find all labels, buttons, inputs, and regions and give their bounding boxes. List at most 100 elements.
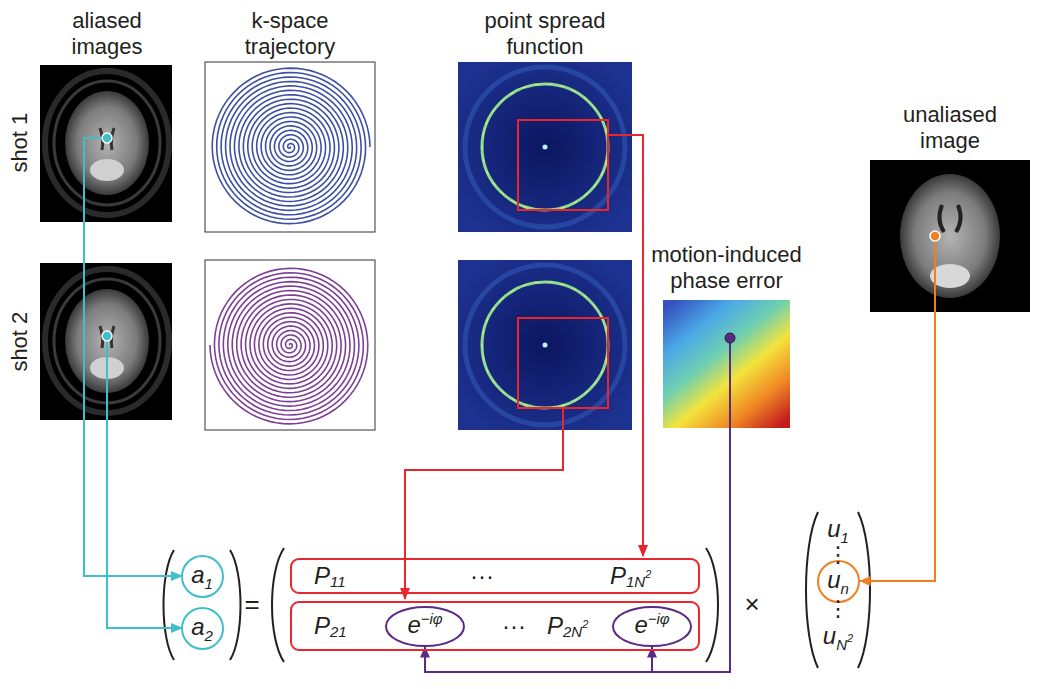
bracket [706, 548, 718, 662]
math-term: e−iφ [407, 611, 442, 642]
text-part: u [827, 515, 840, 542]
brain-detail [100, 128, 114, 150]
text-part: a [191, 613, 204, 640]
math-term: a2 [191, 613, 213, 644]
circled-term: a1 [181, 555, 224, 598]
spiral-trajectory [210, 268, 368, 424]
image-node: unaliased image [870, 160, 1030, 312]
text-part: 2 [847, 632, 853, 644]
text-part: −iφ [421, 610, 443, 627]
image-ground [870, 160, 1030, 312]
aliased-image [40, 65, 172, 222]
text-part: −iφ [648, 610, 670, 627]
ellipse-outline-shape [613, 607, 691, 646]
leader-line [608, 135, 643, 556]
vertical-ellipsis: ⋮ [827, 542, 849, 567]
matrix-entry: P1N2 [610, 560, 651, 592]
psf-crop-box [518, 120, 608, 210]
bracket [806, 512, 818, 668]
arrowhead [420, 647, 430, 658]
psf-ring [465, 67, 625, 227]
psf-ring [482, 84, 608, 210]
arrowhead [647, 647, 657, 658]
psf-ground [458, 62, 632, 232]
row-label: shot 1 [7, 113, 32, 173]
matrix-entry: P2N2 [547, 603, 588, 649]
circled-term: a2 [181, 607, 224, 650]
matrix-row-box: P21···P2N2e−iφe−iφ [290, 601, 700, 651]
point-spread-function [458, 260, 632, 430]
connector-line [425, 428, 730, 672]
column-heading: k-space trajectory [225, 8, 355, 60]
text-part: u [827, 566, 840, 593]
connector-line [860, 312, 936, 581]
text-part: 1N [626, 568, 645, 596]
text-part: u [823, 622, 836, 649]
text-part: e [407, 611, 420, 638]
text-part: P [547, 612, 563, 640]
vector-entry: u1 [827, 515, 849, 546]
text-part: n [841, 580, 849, 597]
image-heading: unaliased image [890, 102, 1010, 154]
column-heading: aliased images [52, 8, 162, 60]
image-heading: motion-induced phase error [647, 242, 807, 294]
leader-line [107, 336, 182, 628]
bracket [858, 512, 870, 668]
text-part: 2 [582, 610, 588, 638]
operator: = [244, 590, 259, 620]
alias-ring [45, 71, 169, 215]
psf-center [543, 145, 548, 150]
text-part: a [191, 561, 204, 588]
text-part: P [610, 562, 626, 590]
text-part: 2 [645, 560, 651, 588]
point-spread-function [458, 62, 632, 232]
bracket [164, 550, 175, 660]
phase-factor-ellipse: e−iφ [612, 606, 692, 647]
ellipsis: ··· [502, 603, 526, 649]
trajectory-frame [205, 260, 375, 430]
unaliased-image [870, 160, 1030, 312]
math-term: a1 [191, 561, 213, 592]
arrowhead [860, 576, 871, 586]
phase-map-node: motion-induced phase error [663, 300, 790, 428]
sample-dot [102, 331, 112, 341]
brain [900, 174, 1000, 298]
matrix-entry: P11 [314, 560, 346, 592]
math-term: un [827, 566, 849, 597]
brain [65, 91, 149, 195]
bracket [230, 550, 241, 660]
leader-line [405, 408, 563, 599]
ellipse-outline-shape [386, 607, 464, 646]
psf-ring [482, 84, 608, 210]
text-part: 2N [563, 618, 582, 646]
brain-detail [90, 159, 124, 181]
vertical-ellipsis: ⋮ [827, 596, 849, 621]
image-ground [40, 65, 172, 222]
text-part: 1 [205, 575, 213, 592]
text-part: 11 [330, 568, 346, 596]
leader-line [84, 138, 182, 576]
sample-dot [102, 133, 112, 143]
matrix-entry: P21 [314, 603, 347, 649]
row-label: shot 2 [7, 312, 32, 372]
ventricle [939, 205, 960, 232]
phase-map [663, 300, 790, 428]
operator: × [744, 590, 759, 620]
leader-line [729, 338, 731, 428]
phase-factor-ellipse: e−iφ [385, 606, 465, 647]
matrix-row-box: P11···P1N2 [290, 558, 700, 594]
spiral-trajectory [212, 68, 370, 224]
text-part: N [836, 636, 847, 653]
alias-ring [54, 81, 160, 205]
trajectory-frame [205, 62, 375, 232]
connector [420, 428, 730, 672]
sample-dot [930, 231, 940, 241]
column-heading: point spread function [465, 8, 625, 60]
text-part: P [314, 612, 330, 640]
text-part: 2 [205, 627, 213, 644]
vector-entry: uN2 [823, 622, 853, 654]
connector [860, 312, 936, 586]
